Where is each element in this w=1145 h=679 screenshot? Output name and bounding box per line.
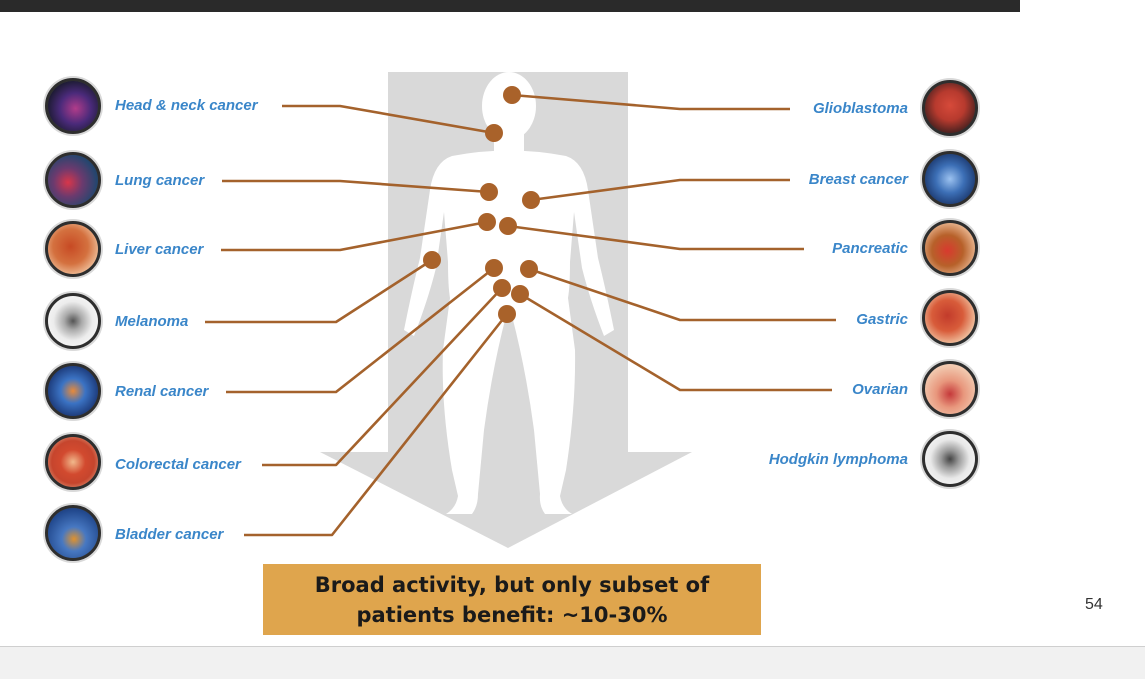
callout-line-1: Broad activity, but only subset of (314, 572, 710, 597)
label-pancreatic: Pancreatic (832, 240, 908, 257)
dot-renal (485, 259, 503, 277)
brain-icon (922, 80, 978, 136)
bladder-icon (45, 505, 101, 561)
pet-scan-lymph-icon (922, 431, 978, 487)
dot-melanoma (423, 251, 441, 269)
label-breast: Breast cancer (808, 171, 908, 188)
label-gastric: Gastric (856, 311, 908, 328)
dot-breast (522, 191, 540, 209)
dot-pancreatic (499, 217, 517, 235)
connector-lung (222, 179, 490, 194)
ovaries-icon (922, 361, 978, 417)
connector-pancreatic (507, 224, 804, 251)
connector-head-neck (282, 104, 495, 135)
connector-liver (221, 220, 488, 252)
tumor-dots (423, 86, 540, 323)
connector-breast (530, 178, 790, 202)
benefit-callout: Broad activity, but only subset of patie… (263, 564, 761, 635)
dot-bladder (498, 305, 516, 323)
label-colorectal: Colorectal cancer (115, 456, 241, 473)
connector-ovarian (519, 292, 832, 392)
pancreas-icon (922, 220, 978, 276)
lungs-icon (45, 152, 101, 208)
connector-gastric (528, 267, 836, 322)
head-neck-scan-icon (45, 78, 101, 134)
slide: Head & neck cancer Lung cancer Liver can… (0, 0, 1145, 647)
breast-icon (922, 151, 978, 207)
callout-line-2: patients benefit: ~10-30% (356, 602, 668, 627)
stomach-icon (922, 290, 978, 346)
label-hodgkin: Hodgkin lymphoma (768, 451, 908, 468)
connector-renal (226, 266, 495, 394)
slide-header-bar (0, 0, 1020, 12)
dot-lung (480, 183, 498, 201)
dot-gastric (520, 260, 538, 278)
label-renal: Renal cancer (115, 383, 209, 400)
liver-icon (45, 221, 101, 277)
connector-colorectal (262, 287, 503, 467)
dot-colorectal (493, 279, 511, 297)
dot-ovarian (511, 285, 529, 303)
body-diagram (205, 72, 836, 548)
colon-icon (45, 434, 101, 490)
label-liver: Liver cancer (115, 241, 204, 258)
connector-glioblastoma (511, 93, 790, 111)
dot-head-neck (485, 124, 503, 142)
dot-liver (478, 213, 496, 231)
connector-bladder (244, 313, 509, 537)
connectors (205, 93, 836, 537)
label-bladder: Bladder cancer (115, 526, 224, 543)
connector-melanoma (205, 258, 433, 324)
page-number: 54 (1085, 596, 1103, 613)
label-melanoma: Melanoma (115, 313, 189, 330)
label-glioblastoma: Glioblastoma (812, 100, 908, 117)
label-lung: Lung cancer (115, 172, 205, 189)
dot-glioblastoma (503, 86, 521, 104)
kidneys-icon (45, 363, 101, 419)
label-ovarian: Ovarian (852, 381, 908, 398)
label-head-neck: Head & neck cancer (115, 97, 258, 114)
pet-scan-body-icon (45, 293, 101, 349)
